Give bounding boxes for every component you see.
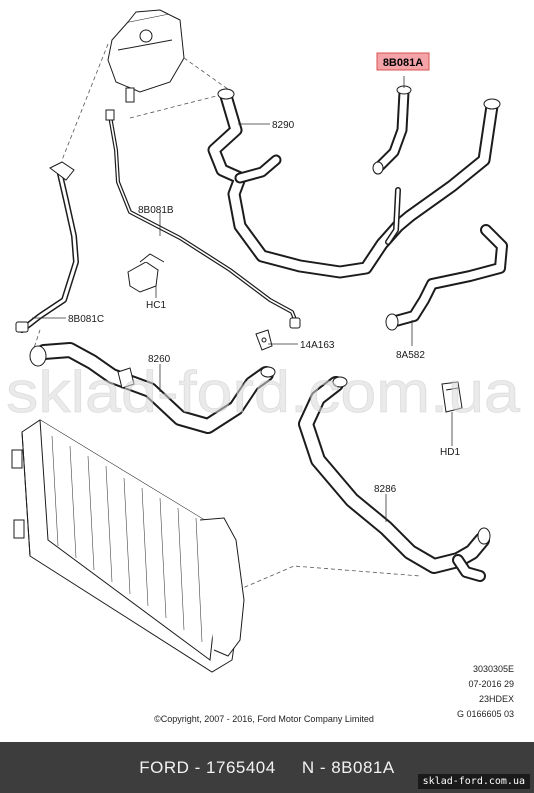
diagram-code-4: G 0166605 03 — [457, 709, 514, 719]
watermark: sklad-ford.com.ua — [6, 360, 521, 425]
callout-8B081C[interactable]: 8B081C — [68, 314, 104, 325]
callout-HD1[interactable]: HD1 — [440, 447, 460, 458]
footer-site-badge[interactable]: sklad-ford.com.ua — [417, 774, 530, 789]
leader-lines — [32, 76, 453, 522]
diagram-code-1: 3030305E — [473, 664, 514, 674]
hose-8B081A — [372, 85, 412, 245]
footer-part-number: FORD - 1765404 N - 8B081A — [139, 758, 395, 777]
hose-8B081C — [15, 161, 79, 333]
hose-8B081B — [105, 109, 301, 329]
callout-8B081A[interactable]: 8B081A — [383, 57, 423, 69]
callout-8286[interactable]: 8286 — [374, 484, 397, 495]
radiator — [11, 419, 245, 673]
callout-14A163[interactable]: 14A163 — [300, 340, 335, 351]
parts-diagram: 8B081A 8290 8B081B 8B081C HC1 14A163 826… — [6, 9, 521, 724]
callout-8A582[interactable]: 8A582 — [396, 350, 425, 361]
copyright: ©Copyright, 2007 - 2016, Ford Motor Comp… — [154, 714, 374, 724]
bracket-14A163 — [255, 329, 273, 351]
diagram-code-2: 07-2016 29 — [468, 679, 514, 689]
clamp-HD1 — [441, 381, 463, 413]
clip-HC1 — [127, 253, 165, 293]
callout-8260[interactable]: 8260 — [148, 354, 171, 365]
diagram-code-3: 23HDEX — [479, 694, 514, 704]
guide-lines — [29, 43, 421, 591]
hose-8290 — [207, 88, 501, 279]
expansion-tank — [107, 9, 185, 103]
hose-8286 — [298, 376, 491, 582]
callout-HC1[interactable]: HC1 — [146, 300, 166, 311]
callout-highlight — [376, 52, 430, 71]
callout-8B081B[interactable]: 8B081B — [138, 205, 174, 216]
callout-8290[interactable]: 8290 — [272, 120, 295, 131]
hose-8A582 — [385, 224, 508, 331]
hose-8260 — [29, 342, 276, 434]
footer-bar: FORD - 1765404 N - 8B081A sklad-ford.com… — [0, 742, 534, 793]
